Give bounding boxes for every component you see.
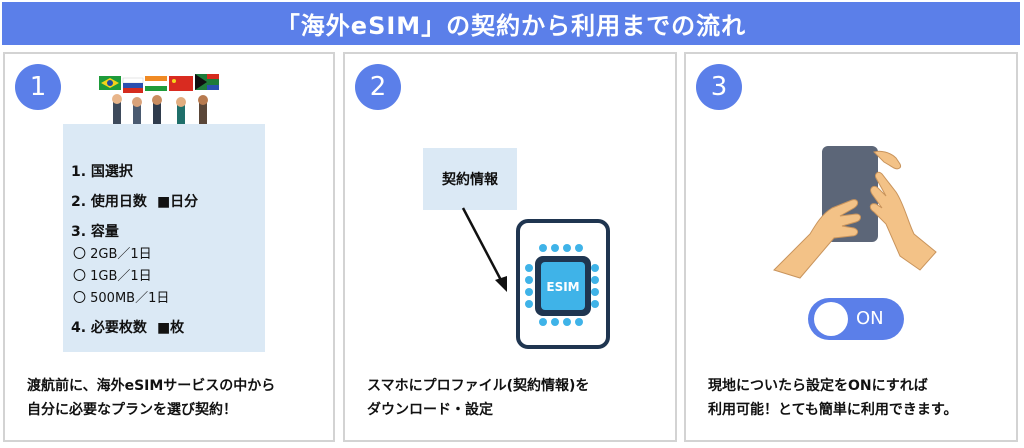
step-caption: 渡航前に、海外eSIMサービスの中から 自分に必要なプランを選び契約！ [27, 374, 275, 422]
hands-holding-phone-illustration [773, 146, 937, 279]
form-country: 1. 国選択 [71, 164, 133, 180]
raised-flags-illustration [99, 74, 219, 127]
caption-line: 利用可能！とても簡単に利用できます。 [708, 402, 958, 418]
form-count: 4. 必要枚数 [71, 320, 147, 336]
step-2-panel: 2 契約情報 ESIM スマホにプロファイル(契約情報)を ダウンロード・設定 [343, 52, 677, 442]
caption-line: スマホにプロファイル(契約情報)を [367, 378, 590, 394]
step-number-badge: 1 [15, 64, 61, 110]
esim-chip-label: ESIM [546, 280, 579, 294]
step-number-badge: 3 [696, 64, 742, 110]
toggle-label: ON [856, 308, 884, 329]
arrow-icon [461, 207, 507, 292]
step-caption: 現地についたら設定をONにすれば 利用可能！とても簡単に利用できます。 [708, 374, 957, 422]
capacity-option: 〇 1GB／1日 [73, 269, 152, 284]
caption-line: 渡航前に、海外eSIMサービスの中から [27, 378, 276, 394]
form-count-row: 4. 必要枚数 ■枚 [71, 316, 198, 340]
caption-line: 現地についたら設定をONにすれば [708, 378, 928, 394]
capacity-option: 〇 500MB／1日 [73, 291, 170, 306]
step-caption: スマホにプロファイル(契約情報)を ダウンロード・設定 [367, 374, 589, 422]
contract-info-box: 契約情報 [423, 148, 517, 210]
form-count-value: ■枚 [156, 320, 185, 336]
step-3-panel: 3 ON 現地についたら設定をONにすれば 利用可能！とても簡単に利用できます。 [684, 52, 1018, 442]
form-days-row: 2. 使用日数 ■日分 [71, 190, 198, 214]
form-capacity: 3. 容量 [71, 224, 119, 240]
form-days: 2. 使用日数 [71, 194, 147, 210]
step-number-badge: 2 [355, 64, 401, 110]
caption-line: 自分に必要なプランを選び契約！ [27, 402, 237, 418]
step-1-panel: 1 1. 国選択 2. 使用日数 ■日分 [3, 52, 335, 442]
selection-form-card [63, 124, 265, 352]
esim-phone-illustration: ESIM [516, 219, 610, 349]
page-title: 「海外eSIM」の契約から利用までの流れ [2, 2, 1020, 45]
capacity-option: 〇 2GB／1日 [73, 247, 152, 262]
form-days-value: ■日分 [156, 194, 199, 210]
toggle-knob [814, 302, 848, 336]
caption-line: ダウンロード・設定 [367, 402, 493, 418]
selection-form: 1. 国選択 2. 使用日数 ■日分 3. 容量 〇 2GB／1日 〇 1GB／1… [71, 160, 198, 340]
on-toggle[interactable]: ON [808, 298, 904, 340]
